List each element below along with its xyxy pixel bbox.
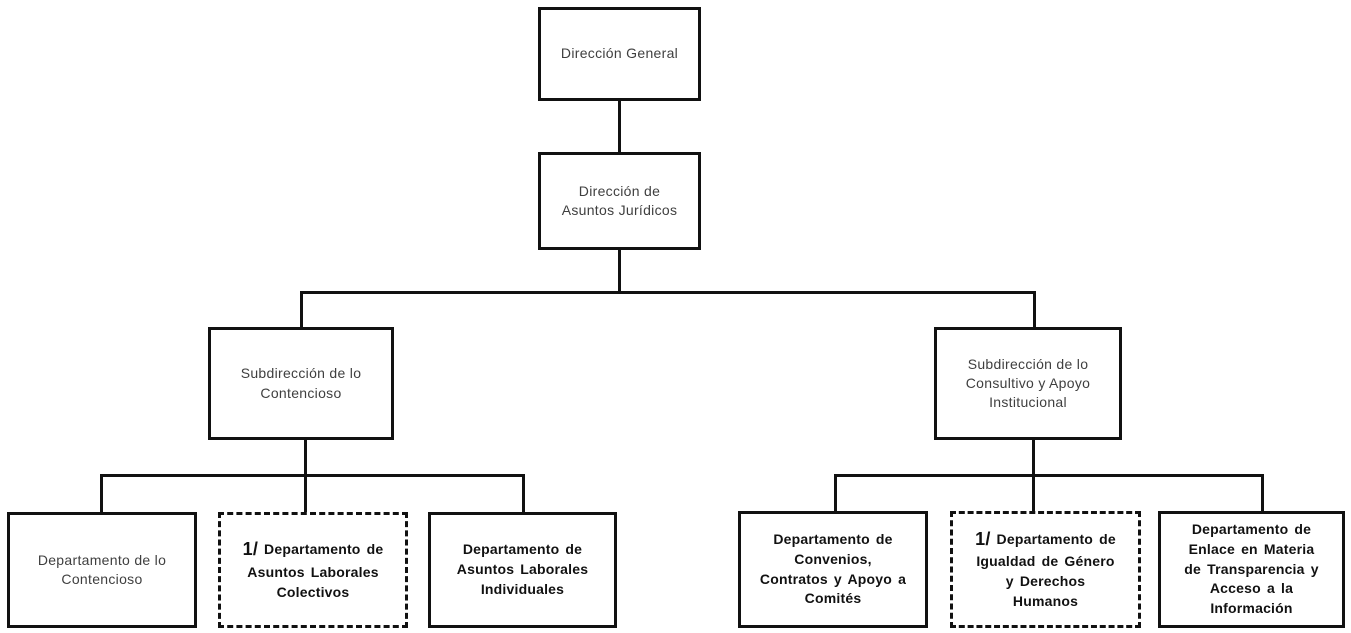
org-node-departamento-contencioso: Departamento de lo Contencioso bbox=[7, 512, 197, 628]
connector-drop-depto-individuales bbox=[522, 474, 525, 514]
connector-daj-down bbox=[618, 249, 621, 294]
org-node-label-text: Departamento de Asuntos Laborales Colect… bbox=[247, 541, 384, 600]
org-node-departamento-asuntos-laborales-colectivos: 1/Departamento de Asuntos Laborales Cole… bbox=[218, 512, 408, 628]
org-node-departamento-asuntos-laborales-individuales: Departamento de Asuntos Laborales Indivi… bbox=[428, 512, 617, 628]
connector-drop-subdireccion-consultivo bbox=[1033, 291, 1036, 328]
connector-level3-horizontal bbox=[300, 291, 1036, 294]
org-node-label-text: Departamento de Igualdad de Género y Der… bbox=[976, 530, 1116, 610]
footnote-marker: 1/ bbox=[975, 528, 991, 549]
org-node-departamento-convenios: Departamento de Convenios, Contratos y A… bbox=[738, 511, 928, 628]
org-node-label: Dirección de Asuntos Jurídicos bbox=[561, 182, 678, 218]
org-node-label: Departamento de Enlace en Materia de Tra… bbox=[1184, 520, 1319, 617]
org-node-label: 1/Departamento de Asuntos Laborales Cole… bbox=[243, 537, 384, 602]
org-node-label: Departamento de Convenios, Contratos y A… bbox=[759, 530, 907, 607]
org-node-label: Departamento de lo Contencioso bbox=[37, 551, 167, 587]
org-node-direccion-asuntos-juridicos: Dirección de Asuntos Jurídicos bbox=[538, 152, 701, 250]
connector-drop-subdireccion-contencioso bbox=[300, 291, 303, 328]
connector-right-level4-horizontal bbox=[834, 474, 1264, 477]
org-node-label: Departamento de Asuntos Laborales Indivi… bbox=[456, 541, 589, 597]
org-node-label: 1/Departamento de Igualdad de Género y D… bbox=[975, 527, 1116, 612]
org-node-subdireccion-consultivo: Subdirección de lo Consultivo y Apoyo In… bbox=[934, 327, 1122, 440]
org-node-direccion-general: Dirección General bbox=[538, 7, 701, 101]
connector-left-level4-horizontal bbox=[100, 474, 525, 477]
org-node-label: Subdirección de lo Consultivo y Apoyo In… bbox=[965, 355, 1091, 411]
org-node-label: Subdirección de lo Contencioso bbox=[240, 365, 362, 401]
org-node-departamento-enlace-transparencia: Departamento de Enlace en Materia de Tra… bbox=[1158, 511, 1345, 628]
org-node-label: Dirección General bbox=[560, 45, 679, 62]
connector-dg-to-daj bbox=[618, 100, 621, 153]
org-node-departamento-igualdad-genero: 1/Departamento de Igualdad de Género y D… bbox=[950, 511, 1141, 628]
org-node-subdireccion-contencioso: Subdirección de lo Contencioso bbox=[208, 327, 394, 440]
connector-drop-depto-contencioso bbox=[100, 474, 103, 514]
connector-drop-depto-convenios bbox=[834, 474, 837, 513]
connector-drop-depto-enlace bbox=[1261, 474, 1264, 513]
footnote-marker: 1/ bbox=[242, 539, 259, 560]
